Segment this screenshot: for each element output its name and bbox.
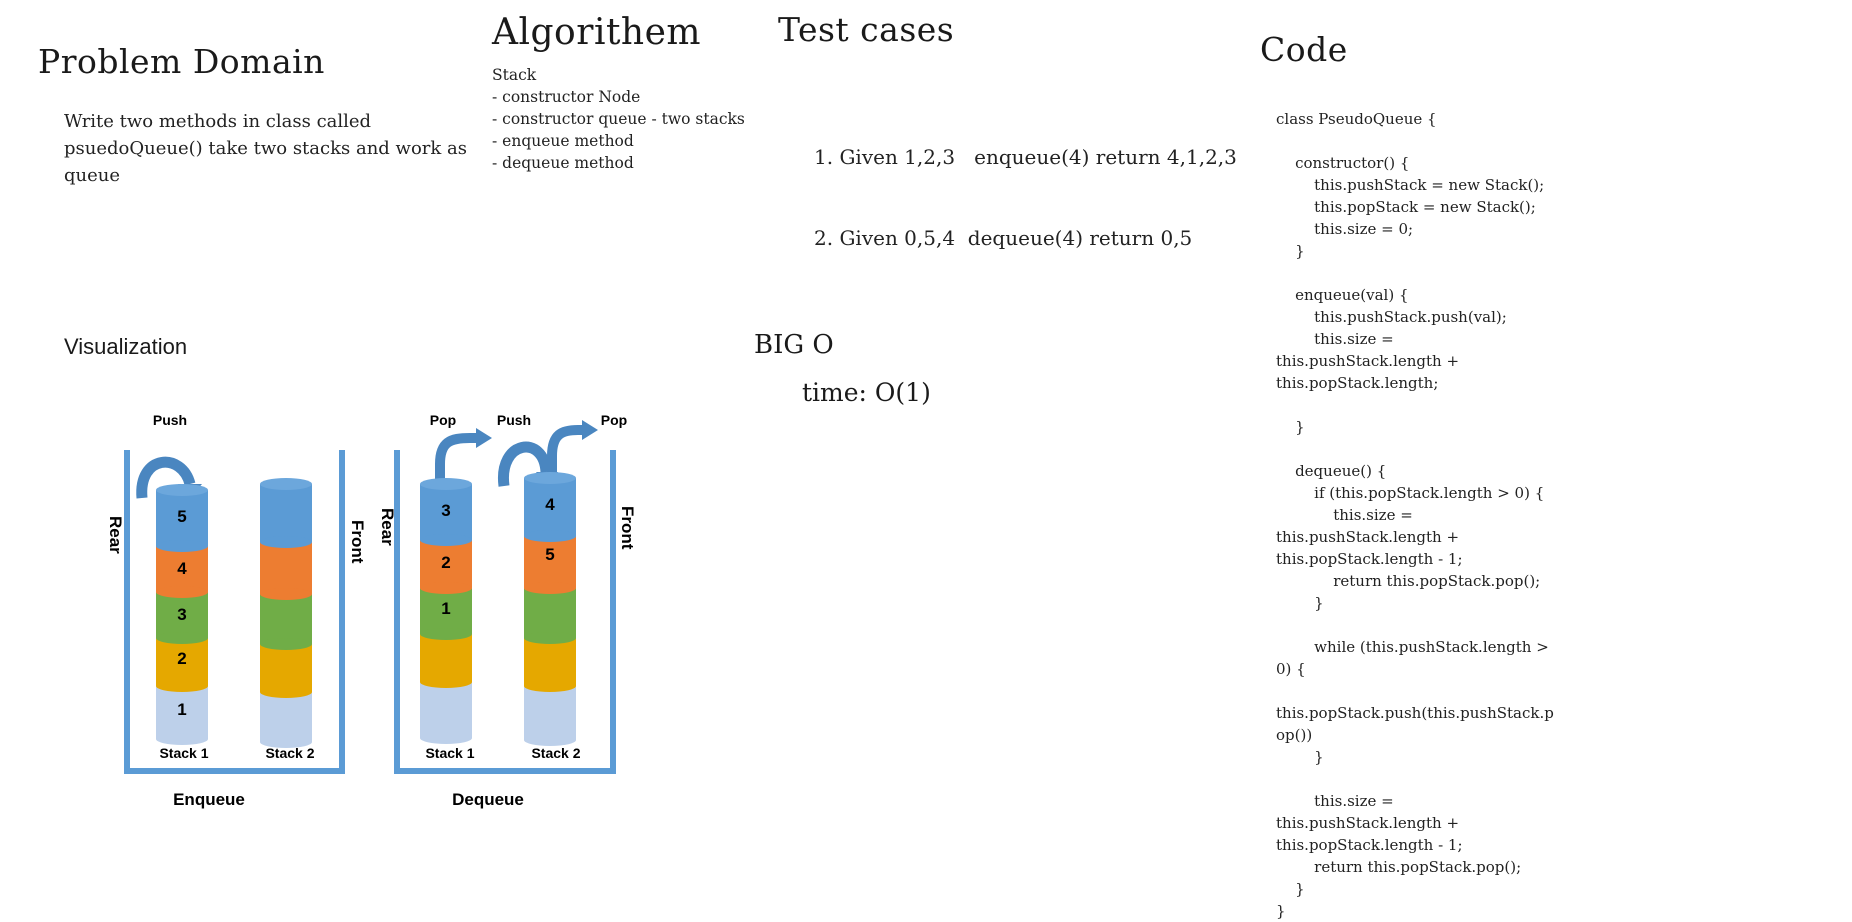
code-line [1276, 614, 1554, 636]
code-line: this.popStack.push(this.pushStack.p [1276, 704, 1554, 722]
dequeue-caption: Dequeue [452, 790, 524, 809]
dequeue-stack-1: 3 2 1 [420, 478, 472, 744]
code-line: this.popStack.length; [1276, 374, 1439, 392]
code-line [1276, 262, 1554, 284]
code-line: return this.popStack.pop(); [1276, 572, 1541, 590]
code-line [1276, 768, 1554, 790]
enqueue-stack-2 [260, 478, 312, 748]
enqueue-stack-1: 5 4 3 2 1 [156, 484, 208, 745]
enqueue-push-label: Push [153, 412, 187, 428]
code-line: this.pushStack.length + [1276, 528, 1460, 546]
code-line: op()) [1276, 726, 1313, 744]
code-line: this.popStack.length - 1; [1276, 550, 1463, 568]
stack-value: 5 [545, 545, 554, 564]
code-line: return this.popStack.pop(); [1276, 858, 1522, 876]
enqueue-stack1-label: Stack 1 [159, 745, 208, 761]
stack-value: 3 [177, 605, 186, 624]
code-line: this.popStack = new Stack(); [1276, 198, 1536, 216]
dequeue-front-label: Front [618, 506, 637, 550]
code-line [1276, 130, 1554, 152]
pop-arrow-icon [435, 433, 478, 486]
visualization-title: Visualization [64, 334, 188, 359]
code-line: class PseudoQueue { [1276, 110, 1437, 128]
code-line: } [1276, 418, 1305, 436]
dequeue-frame [394, 450, 616, 774]
problem-line: psuedoQueue() take two stacks and work a… [64, 138, 467, 159]
stack-value: 1 [441, 599, 450, 618]
code-block: class PseudoQueue { constructor() { this… [1276, 108, 1554, 922]
enqueue-caption: Enqueue [173, 790, 245, 809]
code-line: enqueue(val) { [1276, 286, 1409, 304]
code-line [1276, 680, 1554, 702]
code-line: } [1276, 242, 1305, 260]
code-line: this.pushStack.length + [1276, 352, 1460, 370]
problem-domain-title: Problem Domain [38, 42, 325, 81]
dequeue-stack2-label: Stack 2 [531, 745, 580, 761]
test-cases-title: Test cases [778, 10, 955, 49]
stack-value: 1 [177, 700, 186, 719]
push-arrow-icon [136, 456, 196, 499]
code-title: Code [1260, 30, 1348, 69]
dequeue-push-label: Push [497, 412, 531, 428]
pop-arrow-head-icon [476, 428, 492, 448]
push-arrow-icon [498, 441, 552, 487]
code-line: 0) { [1276, 660, 1306, 678]
algorithm-line: - constructor queue - two stacks [492, 110, 745, 128]
big-o-title: BIG O [754, 330, 834, 360]
code-line: while (this.pushStack.length > [1276, 638, 1549, 656]
algorithm-line: - constructor Node [492, 88, 641, 106]
code-line: this.size = [1276, 330, 1394, 348]
stack-value: 2 [441, 553, 450, 572]
code-line: } [1276, 748, 1324, 766]
code-line: this.size = 0; [1276, 220, 1414, 238]
code-line: } [1276, 902, 1286, 920]
stack-value: 2 [177, 649, 186, 668]
code-line: dequeue() { [1276, 462, 1387, 480]
problem-line: queue [64, 165, 121, 186]
algorithm-line: - dequeue method [492, 154, 634, 172]
code-line: this.pushStack = new Stack(); [1276, 176, 1545, 194]
test-case-line: 1. Given 1,2,3 enqueue(4) return 4,1,2,3 [814, 145, 1237, 169]
code-line: if (this.popStack.length > 0) { [1276, 484, 1545, 502]
stack-value: 4 [545, 495, 555, 514]
algorithm-list: Stack - constructor Node - constructor q… [492, 64, 745, 174]
pop-arrow-icon [547, 425, 584, 480]
stack-value: 4 [177, 559, 187, 578]
algorithm-title: Algorithem [492, 12, 702, 53]
problem-description: Write two methods in class called psuedo… [64, 108, 467, 189]
algorithm-line: - enqueue method [492, 132, 634, 150]
code-line: } [1276, 594, 1324, 612]
code-line: this.size = [1276, 506, 1413, 524]
test-case-line: 2. Given 0,5,4 dequeue(4) return 0,5 [814, 226, 1193, 250]
enqueue-frame [124, 450, 345, 774]
problem-line: Write two methods in class called [64, 111, 372, 132]
test-cases-list: 1. Given 1,2,3 enqueue(4) return 4,1,2,3… [814, 90, 1237, 279]
dequeue-pop-left-label: Pop [430, 412, 456, 428]
code-line: constructor() { [1276, 154, 1410, 172]
dequeue-stack-2: 4 5 [524, 472, 576, 746]
code-line [1276, 394, 1554, 416]
algorithm-line: Stack [492, 66, 537, 84]
stack-value: 5 [177, 507, 186, 526]
stack-value: 3 [441, 501, 450, 520]
enqueue-stack2-label: Stack 2 [265, 745, 314, 761]
dequeue-stack1-label: Stack 1 [425, 745, 474, 761]
code-line: this.popStack.length - 1; [1276, 836, 1463, 854]
big-o-time: time: O(1) [802, 378, 931, 407]
code-line: } [1276, 880, 1305, 898]
dequeue-rear-label: Rear [378, 508, 397, 546]
enqueue-front-label: Front [348, 520, 367, 564]
code-line: this.pushStack.push(val); [1276, 308, 1507, 326]
code-line: this.size = [1276, 792, 1394, 810]
dequeue-pop-right-label: Pop [601, 412, 627, 428]
enqueue-rear-label: Rear [106, 516, 125, 554]
code-line: this.pushStack.length + [1276, 814, 1460, 832]
code-line [1276, 438, 1554, 460]
visualization-diagram: Push Rear Front 5 4 3 2 1 Stack 1 Stack … [106, 412, 637, 809]
pop-arrow-head-icon [582, 420, 598, 440]
